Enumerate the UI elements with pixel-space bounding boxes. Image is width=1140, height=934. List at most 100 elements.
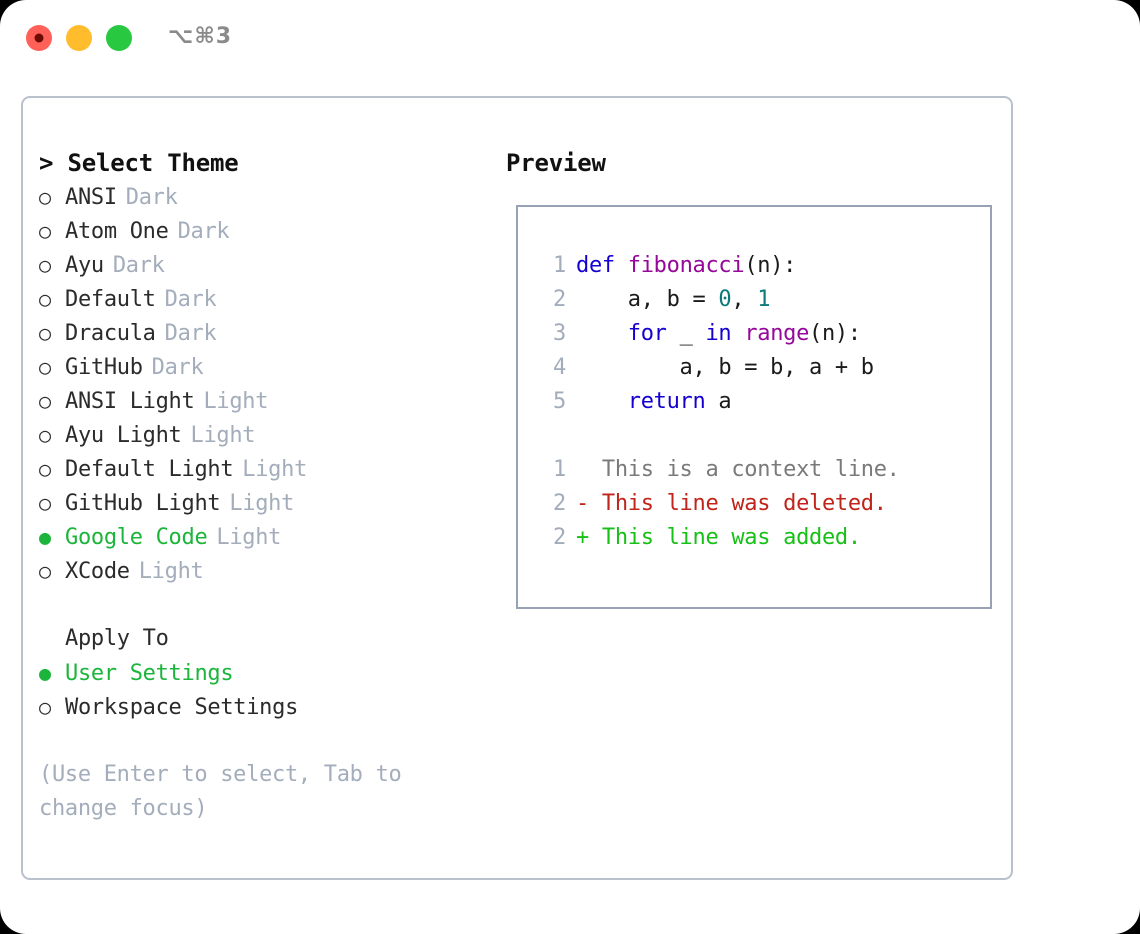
theme-kind-label: Light (190, 423, 256, 448)
list-spacer (39, 588, 491, 622)
theme-kind-label: Light (216, 525, 282, 550)
radio-unselected-icon: ○ (39, 321, 51, 345)
theme-kind-label: Light (242, 457, 308, 482)
radio-unselected-icon: ○ (39, 253, 51, 277)
diff-line-ctx: 1 This is a context line. (536, 453, 990, 487)
apply-option-0[interactable]: ● User Settings (39, 656, 491, 690)
theme-item-label: Default Light (65, 457, 234, 482)
token-kw: def (576, 253, 615, 278)
theme-item-5[interactable]: ○ GitHub Dark (39, 350, 491, 384)
apply-option-label: Workspace Settings (65, 695, 299, 720)
diff-line-add: 2 + This line was added. (536, 521, 990, 555)
token-num: 1 (757, 287, 771, 312)
maximize-button[interactable] (106, 25, 132, 51)
radio-unselected-icon: ○ (39, 389, 51, 413)
diff-text: + This line was added. (576, 525, 861, 550)
radio-unselected-icon: ○ (39, 559, 51, 583)
theme-kind-label: Light (203, 389, 269, 414)
radio-selected-icon: ● (39, 525, 51, 549)
radio-unselected-icon: ○ (39, 355, 51, 379)
radio-unselected-icon: ○ (39, 423, 51, 447)
theme-item-6[interactable]: ○ ANSI Light Light (39, 384, 491, 418)
diff-line-del: 2 - This line was deleted. (536, 487, 990, 521)
token-num: 0 (718, 287, 732, 312)
diff-sample: 1 This is a context line. 2 - This line wa… (536, 453, 990, 555)
theme-item-4[interactable]: ○ Dracula Dark (39, 316, 491, 350)
theme-item-label: Default (65, 287, 156, 312)
apply-option-1[interactable]: ○ Workspace Settings (39, 690, 491, 724)
token-pun: _ (666, 321, 706, 346)
radio-unselected-icon: ○ (39, 491, 51, 515)
theme-item-8[interactable]: ○ Default Light Light (39, 452, 491, 486)
theme-kind-label: Light (138, 559, 204, 584)
line-number: 2 (553, 491, 566, 516)
theme-kind-label: Dark (164, 321, 217, 346)
radio-unselected-icon: ○ (39, 219, 51, 243)
theme-item-label: XCode (65, 559, 130, 584)
token-pun (615, 253, 628, 278)
theme-item-label: Atom One (65, 219, 169, 244)
token-fn: range (744, 321, 810, 346)
token-kw: return (627, 389, 706, 414)
diff-text: - This line was deleted. (576, 491, 887, 516)
theme-kind-label: Dark (164, 287, 217, 312)
close-button[interactable] (26, 25, 52, 51)
code-text: a, b = b, a + b (576, 351, 875, 385)
code-line: 4 a, b = b, a + b (536, 351, 990, 385)
radio-unselected-icon: ○ (39, 287, 51, 311)
theme-item-3[interactable]: ○ Default Dark (39, 282, 491, 316)
radio-unselected-icon: ○ (39, 185, 51, 209)
line-number: 1 (553, 457, 566, 482)
code-text: def fibonacci(n): (576, 249, 796, 283)
theme-item-label: GitHub (65, 355, 143, 380)
apply-to-list[interactable]: ● User Settings ○ Workspace Settings (39, 656, 491, 724)
window-controls (26, 25, 132, 51)
radio-unselected-icon: ○ (39, 695, 51, 719)
code-diff-gap (536, 419, 990, 453)
token-pun: a, b = b, a + b (576, 355, 875, 380)
radio-unselected-icon: ○ (39, 457, 51, 481)
theme-item-label: Ayu (65, 253, 104, 278)
code-text: a, b = 0, 1 (576, 283, 771, 317)
code-text: for _ in range(n): (576, 317, 861, 351)
theme-item-label: ANSI (65, 185, 117, 210)
line-number: 2 (553, 525, 566, 550)
token-pun (731, 321, 744, 346)
theme-kind-label: Dark (151, 355, 204, 380)
code-line: 3 for _ in range(n): (536, 317, 990, 351)
line-number: 5 (553, 389, 566, 414)
apply-to-heading: Apply To (65, 626, 169, 651)
token-pun (576, 321, 628, 346)
preview-heading: Preview (506, 149, 606, 177)
apply-option-label: User Settings (65, 661, 234, 686)
token-pun: (n): (809, 321, 861, 346)
theme-item-label: Google Code (65, 525, 208, 550)
line-number: 4 (553, 355, 566, 380)
token-kw: in (705, 321, 732, 346)
theme-item-label: ANSI Light (65, 389, 195, 414)
code-line: 5 return a (536, 385, 990, 419)
diff-text: This is a context line. (576, 457, 900, 482)
theme-item-10[interactable]: ● Google Code Light (39, 520, 491, 554)
minimize-button[interactable] (66, 25, 92, 51)
token-pun (576, 389, 628, 414)
theme-kind-label: Light (229, 491, 295, 516)
token-fn: fibonacci (627, 253, 745, 278)
token-pun: , (731, 287, 758, 312)
code-line: 2 a, b = 0, 1 (536, 283, 990, 317)
radio-selected-icon: ● (39, 661, 51, 685)
theme-item-11[interactable]: ○ XCode Light (39, 554, 491, 588)
line-number: 1 (553, 253, 566, 278)
theme-item-label: Dracula (65, 321, 156, 346)
token-pun: a (705, 389, 732, 414)
